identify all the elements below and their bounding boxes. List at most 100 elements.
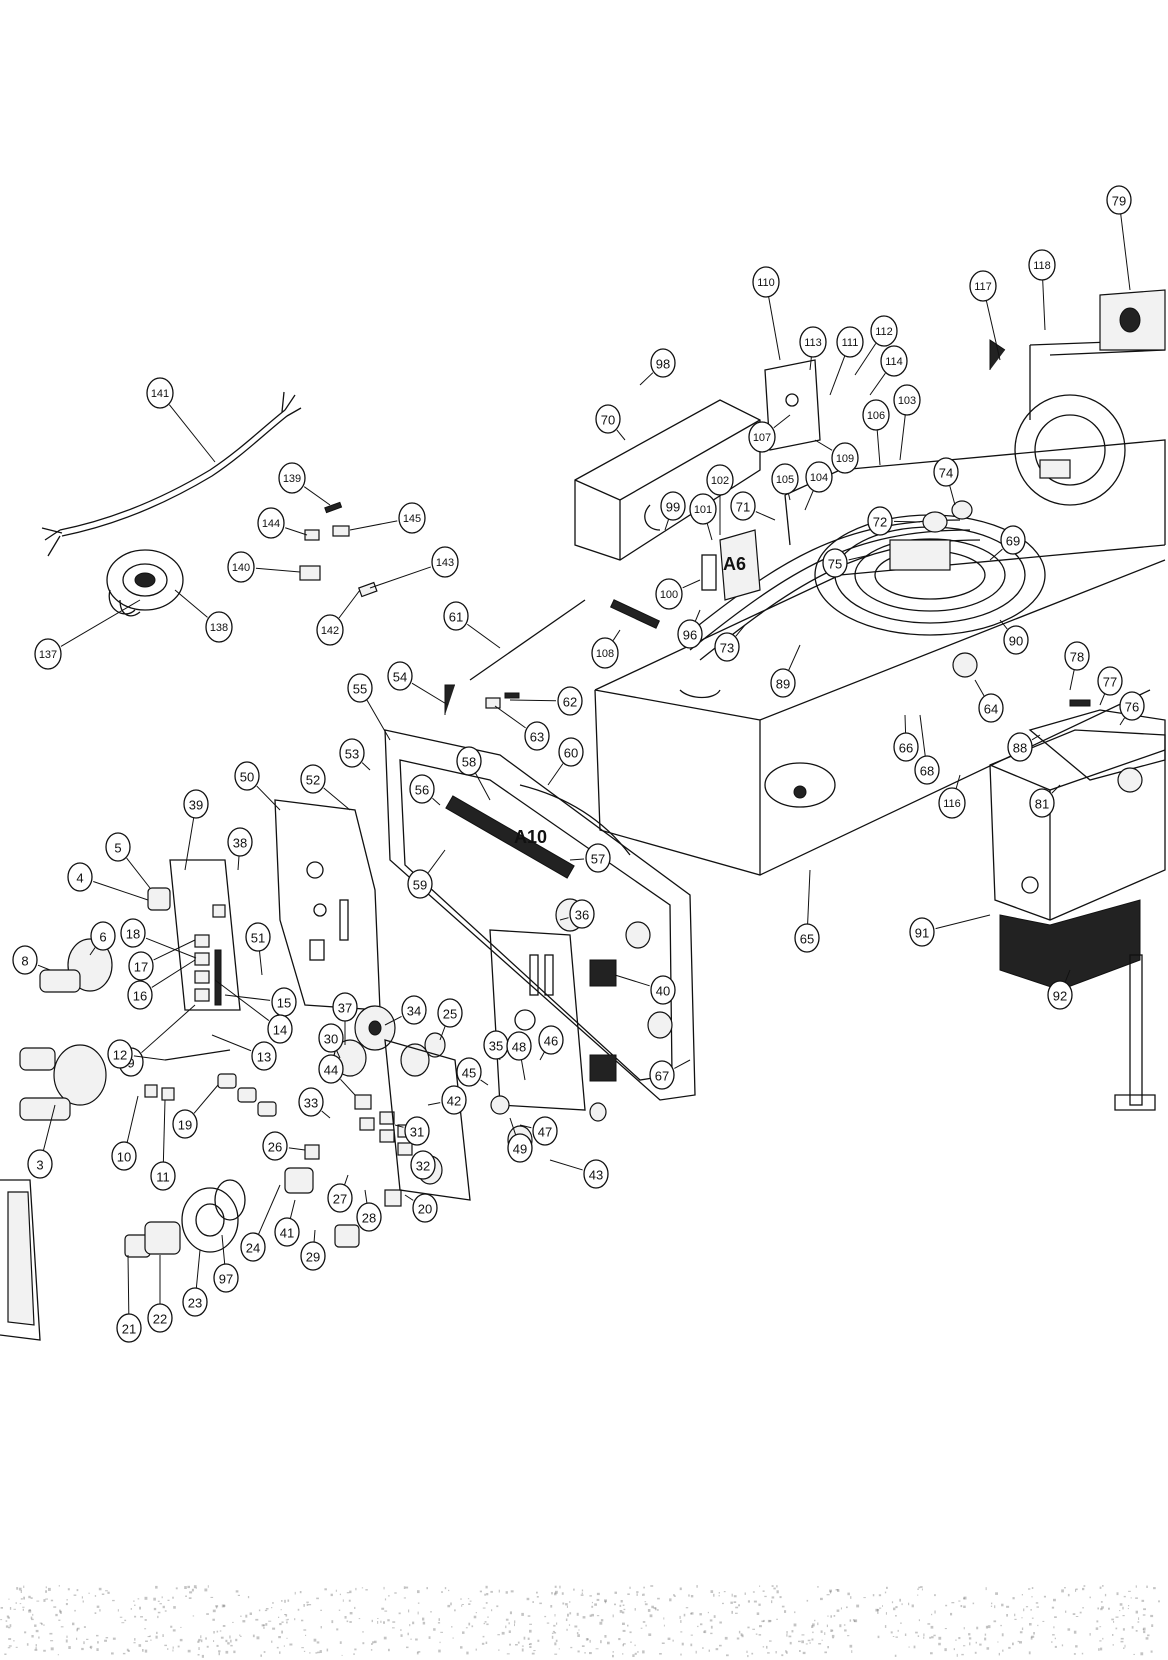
noise-speck xyxy=(1096,1620,1099,1623)
noise-speck xyxy=(998,1652,1000,1656)
callout-circle xyxy=(538,1025,564,1055)
noise-speck xyxy=(649,1614,653,1618)
noise-speck xyxy=(908,1602,910,1606)
leader-line xyxy=(1099,693,1106,706)
noise-speck xyxy=(162,1634,164,1637)
noise-speck xyxy=(230,1644,233,1647)
noise-speck xyxy=(634,1644,636,1647)
callout-circle xyxy=(431,546,459,578)
leader-line xyxy=(336,1050,341,1059)
noise-speck xyxy=(789,1641,792,1645)
callout-number: 11 xyxy=(156,1170,170,1185)
leader-line xyxy=(411,682,449,706)
noise-speck xyxy=(771,1585,774,1587)
noise-speck xyxy=(281,1600,283,1602)
callout-number: 70 xyxy=(601,413,615,428)
callout-circle xyxy=(34,638,62,670)
noise-speck xyxy=(316,1597,319,1600)
leader-line xyxy=(616,429,626,441)
callout-circle xyxy=(147,1303,173,1333)
noise-speck xyxy=(30,1597,33,1599)
noise-speck xyxy=(437,1622,441,1624)
noise-speck xyxy=(484,1621,487,1623)
noise-speck xyxy=(412,1621,415,1625)
noise-speck xyxy=(1146,1585,1148,1588)
noise-speck xyxy=(644,1603,648,1606)
noise-speck xyxy=(1097,1607,1099,1610)
noise-speck xyxy=(581,1589,584,1592)
callout-number: 46 xyxy=(544,1034,558,1049)
noise-speck xyxy=(917,1588,919,1590)
noise-speck xyxy=(19,1603,22,1605)
callout-55: 55 xyxy=(347,673,391,741)
noise-speck xyxy=(653,1607,656,1609)
noise-speck xyxy=(96,1605,100,1608)
noise-speck xyxy=(659,1653,662,1655)
noise-speck xyxy=(1142,1614,1146,1616)
callout-number: 96 xyxy=(683,628,697,643)
noise-speck xyxy=(531,1652,535,1655)
callout-number: 98 xyxy=(656,357,670,372)
callout-61: 61 xyxy=(443,601,501,649)
noise-speck xyxy=(591,1613,594,1617)
leader-line xyxy=(1042,279,1046,331)
leader-line xyxy=(126,1095,139,1143)
noise-speck xyxy=(60,1626,64,1628)
callout-number: 9 xyxy=(127,1056,134,1071)
noise-speck xyxy=(944,1628,947,1630)
noise-speck xyxy=(1111,1618,1114,1621)
noise-speck xyxy=(112,1599,115,1602)
callout-19: 19 xyxy=(172,1084,219,1139)
callout-circle xyxy=(227,551,255,583)
noise-speck xyxy=(913,1645,916,1649)
noise-speck xyxy=(1098,1648,1100,1651)
callout-number: 141 xyxy=(151,388,169,400)
noise-speck xyxy=(355,1587,357,1591)
callout-circle xyxy=(689,493,717,525)
noise-speck xyxy=(904,1633,907,1636)
noise-speck xyxy=(221,1604,225,1608)
leader-line xyxy=(682,579,701,589)
noise-speck xyxy=(807,1639,811,1642)
callout-circle xyxy=(205,611,233,643)
leader-line xyxy=(549,1159,583,1171)
callout-number: 26 xyxy=(268,1140,282,1155)
callout-number: 35 xyxy=(489,1039,503,1054)
noise-speck xyxy=(230,1639,232,1643)
callout-number: 89 xyxy=(776,677,790,692)
leader-line xyxy=(224,994,271,1001)
callout-number: 72 xyxy=(873,515,887,530)
noise-speck xyxy=(877,1611,879,1614)
noise-speck xyxy=(984,1637,987,1641)
noise-speck xyxy=(690,1595,694,1598)
noise-speck xyxy=(736,1637,740,1640)
noise-speck xyxy=(38,1636,40,1639)
noise-speck xyxy=(550,1605,553,1608)
callout-number: 138 xyxy=(210,622,228,634)
callout-circle xyxy=(862,399,890,431)
noise-speck xyxy=(781,1605,785,1608)
noise-speck xyxy=(844,1629,847,1632)
callout-number: 90 xyxy=(1009,634,1023,649)
leader-line xyxy=(366,699,391,741)
noise-speck xyxy=(210,1596,214,1598)
noise-speck xyxy=(287,1618,289,1620)
noise-speck xyxy=(945,1604,948,1607)
noise-speck xyxy=(1123,1595,1126,1598)
leader-line xyxy=(955,774,961,789)
noise-speck xyxy=(1141,1599,1145,1602)
callout-number: 139 xyxy=(283,473,301,485)
noise-speck xyxy=(349,1612,353,1615)
noise-speck xyxy=(758,1634,762,1636)
noise-speck xyxy=(596,1592,600,1596)
noise-speck xyxy=(1052,1634,1055,1636)
noise-speck xyxy=(191,1588,194,1592)
noise-speck xyxy=(747,1655,749,1658)
callout-62: 62 xyxy=(509,686,583,716)
callout-number: 108 xyxy=(596,648,614,660)
noise-speck xyxy=(8,1645,12,1647)
noise-speck xyxy=(76,1637,78,1640)
noise-speck xyxy=(403,1586,406,1589)
noise-speck xyxy=(426,1587,428,1590)
noise-speck xyxy=(279,1623,282,1626)
